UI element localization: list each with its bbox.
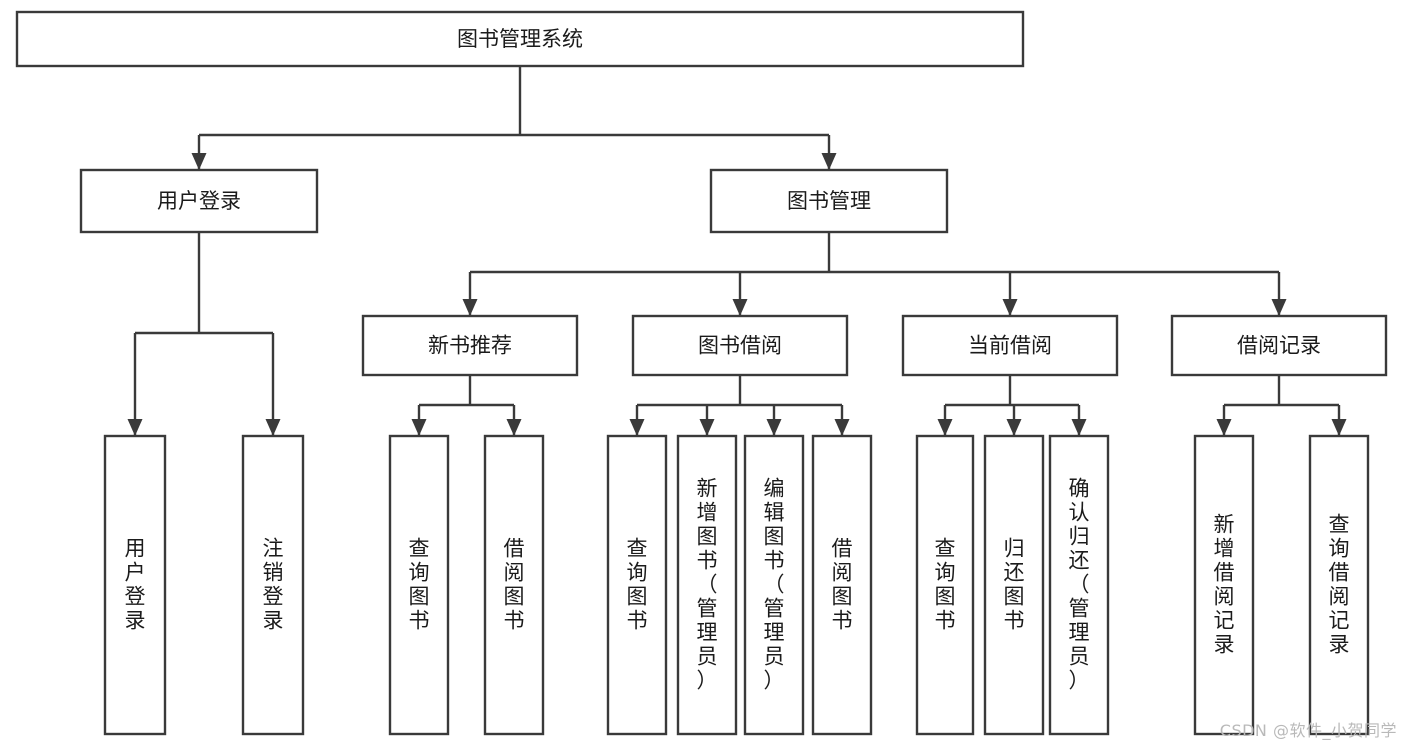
node-label: 查询图书 (409, 537, 430, 633)
node-box (983, 434, 1045, 736)
arrow-head-icon (821, 153, 837, 170)
arrow-head-icon (1002, 299, 1018, 316)
node-label: 编辑图书（管理员） (764, 477, 785, 693)
node-box (743, 434, 805, 736)
arrow-head-icon (191, 153, 207, 170)
arrow-head-icon (265, 419, 281, 436)
node-leaf[interactable]: 查询借阅记录 (1308, 434, 1370, 736)
node-box (915, 434, 975, 736)
node-leaf[interactable]: 借阅图书 (811, 434, 873, 736)
node-leaf[interactable]: 确认归还（管理员） (1048, 434, 1110, 736)
node-level3[interactable]: 图书借阅 (631, 314, 849, 377)
node-label: 图书管理 (787, 189, 871, 213)
watermark-label: CSDN @软件_小贺同学 (1219, 721, 1397, 740)
node-label: 用户登录 (125, 537, 146, 633)
node-root[interactable]: 图书管理系统 (15, 10, 1025, 68)
node-leaf[interactable]: 查询图书 (606, 434, 668, 736)
node-box (811, 434, 873, 736)
node-label: 借阅图书 (832, 537, 853, 633)
arrow-head-icon (699, 419, 715, 436)
node-box (15, 10, 1025, 68)
node-box (606, 434, 668, 736)
node-leaf[interactable]: 归还图书 (983, 434, 1045, 736)
connector-layer (127, 66, 1347, 436)
node-leaf[interactable]: 用户登录 (103, 434, 167, 736)
node-label: 新增图书（管理员） (697, 477, 718, 693)
node-label: 查询借阅记录 (1329, 513, 1350, 657)
node-label: 图书管理系统 (457, 27, 583, 51)
node-leaf[interactable]: 查询图书 (915, 434, 975, 736)
node-label: 归还图书 (1004, 537, 1025, 633)
node-box (483, 434, 545, 736)
node-label: 查询图书 (627, 537, 648, 633)
node-box (901, 314, 1119, 377)
arrow-head-icon (1331, 419, 1347, 436)
arrow-head-icon (127, 419, 143, 436)
node-level3[interactable]: 新书推荐 (361, 314, 579, 377)
node-layer: 图书管理系统用户登录图书管理新书推荐图书借阅当前借阅借阅记录用户登录注销登录查询… (15, 10, 1388, 736)
node-box (241, 434, 305, 736)
node-label: 用户登录 (157, 189, 241, 213)
node-label: 新书推荐 (428, 334, 512, 358)
node-box (103, 434, 167, 736)
node-box (631, 314, 849, 377)
node-level3[interactable]: 借阅记录 (1170, 314, 1388, 377)
node-label: 借阅记录 (1237, 334, 1321, 358)
arrow-head-icon (411, 419, 427, 436)
node-label: 新增借阅记录 (1214, 513, 1235, 657)
arrow-head-icon (506, 419, 522, 436)
arrow-head-icon (1006, 419, 1022, 436)
arrow-head-icon (1271, 299, 1287, 316)
node-leaf[interactable]: 编辑图书（管理员） (743, 434, 805, 736)
node-box (79, 168, 319, 234)
node-box (1193, 434, 1255, 736)
node-box (709, 168, 949, 234)
arrow-head-icon (732, 299, 748, 316)
arrow-head-icon (834, 419, 850, 436)
node-label: 注销登录 (263, 537, 284, 633)
node-box (676, 434, 738, 736)
arrow-head-icon (629, 419, 645, 436)
node-level3[interactable]: 当前借阅 (901, 314, 1119, 377)
node-label: 借阅图书 (504, 537, 525, 633)
arrow-head-icon (1216, 419, 1232, 436)
node-box (1308, 434, 1370, 736)
node-level2[interactable]: 图书管理 (709, 168, 949, 234)
node-label: 查询图书 (935, 537, 956, 633)
node-box (388, 434, 450, 736)
node-box (361, 314, 579, 377)
node-label: 当前借阅 (968, 334, 1052, 358)
arrow-head-icon (462, 299, 478, 316)
node-level2[interactable]: 用户登录 (79, 168, 319, 234)
arrow-head-icon (766, 419, 782, 436)
node-label: 确认归还（管理员） (1069, 477, 1090, 693)
node-box (1170, 314, 1388, 377)
node-leaf[interactable]: 查询图书 (388, 434, 450, 736)
node-box (1048, 434, 1110, 736)
arrow-head-icon (1071, 419, 1087, 436)
node-label: 图书借阅 (698, 334, 782, 358)
node-leaf[interactable]: 注销登录 (241, 434, 305, 736)
node-leaf[interactable]: 借阅图书 (483, 434, 545, 736)
node-leaf[interactable]: 新增图书（管理员） (676, 434, 738, 736)
arrow-head-icon (937, 419, 953, 436)
node-leaf[interactable]: 新增借阅记录 (1193, 434, 1255, 736)
